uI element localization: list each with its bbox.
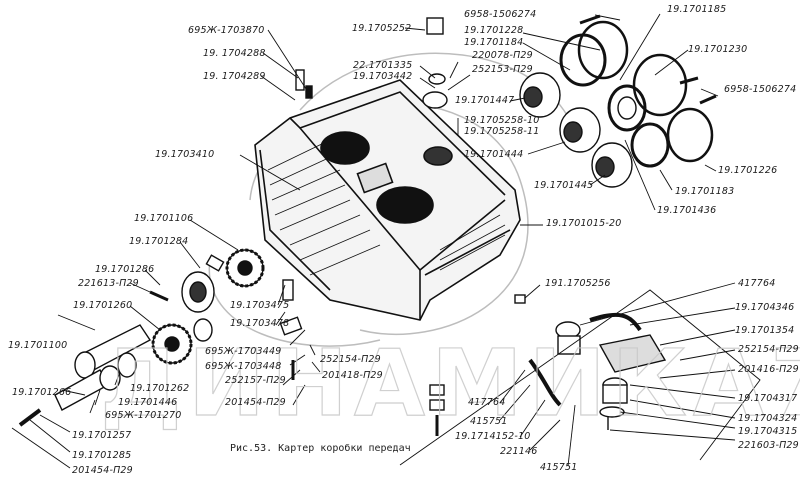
oil-pipe [528, 358, 562, 407]
part-label: 19. 1704289 [203, 71, 266, 82]
part-label: 19.1701230 [688, 44, 748, 55]
part-label: 19.1701015-20 [546, 218, 622, 229]
part-label: 417764 [468, 397, 506, 408]
part-label: 415751 [540, 462, 578, 473]
snap-ring [630, 122, 670, 168]
part-label: 201418-П29 [322, 370, 383, 381]
part-label: 19.1701262 [130, 383, 190, 394]
cover-plate [598, 334, 667, 373]
bearing-stack [295, 14, 717, 188]
part-label: 252154-П29 [320, 354, 381, 365]
lubrication-assembly [279, 279, 667, 436]
part-label: 201454-П29 [225, 397, 286, 408]
part-label: 19.1701354 [735, 325, 795, 336]
leader-lines [11, 13, 761, 469]
part-label: 221146 [500, 446, 538, 457]
input-shaft-assembly [18, 248, 265, 427]
bolt [699, 94, 717, 105]
plug [426, 17, 444, 35]
gearbox-housing [254, 79, 521, 321]
filter-housing [602, 384, 628, 404]
housing-opening [376, 186, 434, 224]
part-label: 252154-П29 [738, 344, 799, 355]
part-label: 201416-П29 [738, 364, 799, 375]
part-label: 19.1703478 [230, 318, 290, 329]
part-label: 19.1701285 [72, 450, 132, 461]
bolt [679, 76, 699, 85]
figure-caption: Рис.53. Картер коробки передач [230, 443, 411, 454]
part-label: 221603-П29 [738, 440, 799, 451]
guide-arc [299, 52, 581, 151]
part-label: 22.1701335 [353, 60, 413, 71]
part-label: 19.1701100 [8, 340, 68, 351]
part-label: 220078-П29 [472, 50, 533, 61]
part-label: 695Ж-1701270 [105, 410, 182, 421]
part-label: 6958-1506274 [724, 84, 797, 95]
bolt [149, 290, 169, 302]
part-label: 19.1701446 [118, 397, 178, 408]
part-label: 19.1714152-10 [455, 431, 531, 442]
part-label: 415751 [470, 416, 508, 427]
part-label: 19.1704324 [738, 413, 798, 424]
part-label: 19.1701444 [464, 149, 524, 160]
part-label: 19.1701257 [72, 430, 132, 441]
part-label: 695Ж-1703449 [205, 346, 282, 357]
housing-opening [320, 131, 370, 165]
part-label: 19.1701185 [667, 4, 727, 15]
part-label: 417764 [738, 278, 776, 289]
part-label: 221613-П29 [78, 278, 139, 289]
part-label: 19.1703442 [353, 71, 413, 82]
part-label: 19.1701284 [129, 236, 189, 247]
plug [514, 294, 526, 304]
part-label: 19.1705252 [352, 23, 412, 34]
shift-lock [282, 279, 294, 301]
housing-opening [423, 146, 453, 166]
cover-flange [422, 91, 448, 109]
bearing-cover [577, 20, 629, 80]
part-label: 19.1701184 [464, 37, 524, 48]
part-label: 19.1701260 [73, 300, 133, 311]
part-label: 19.1701228 [464, 25, 524, 36]
part-label: 695Ж-1703870 [188, 25, 265, 36]
flange [429, 399, 445, 411]
part-label: 19.1701286 [95, 264, 155, 275]
part-label: 252157-П29 [225, 375, 286, 386]
part-label: 19.1704317 [738, 393, 798, 404]
seal [193, 318, 213, 342]
part-label: 19.1704315 [738, 426, 798, 437]
part-label: 19.1701183 [675, 186, 735, 197]
part-label: 19.1704346 [735, 302, 795, 313]
part-label: 19.1703410 [155, 149, 215, 160]
part-label: 6958-1506274 [464, 9, 537, 20]
part-label: 19.1701447 [455, 95, 515, 106]
part-label: 19. 1704288 [203, 48, 266, 59]
part-label: 19.1703475 [230, 300, 290, 311]
part-label: 19.1701266 [12, 387, 72, 398]
part-label: 252153-П29 [472, 64, 533, 75]
part-label: 19.1705258-10 [464, 115, 540, 126]
part-label: 191.1705256 [545, 278, 611, 289]
snap-ring [607, 84, 647, 132]
watermark: ДИНАМИКА76 [99, 329, 800, 437]
part-label: 19.1701436 [657, 205, 717, 216]
part-label: 695Ж-1703448 [205, 361, 282, 372]
part-label: 19.1705258-11 [464, 126, 540, 137]
bearing-cover [632, 53, 688, 117]
part-label: 201454-П29 [72, 465, 133, 476]
part-label: 19.1701445 [534, 180, 594, 191]
part-label: 19.1701106 [134, 213, 194, 224]
bearing-cover [666, 107, 714, 163]
part-label: 19.1701226 [718, 165, 778, 176]
flange [429, 384, 445, 396]
bolt [579, 14, 601, 25]
oil-pipe [589, 312, 642, 332]
